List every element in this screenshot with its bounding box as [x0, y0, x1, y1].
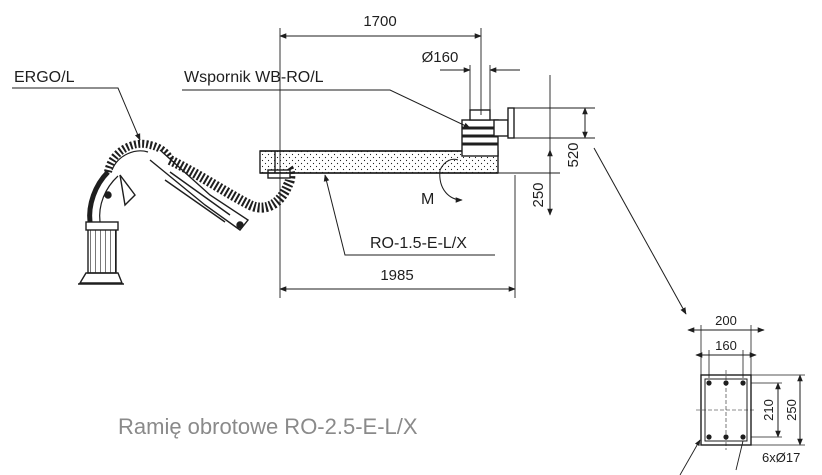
leader-to-plate: [593, 147, 687, 315]
bolt-hole: [706, 380, 712, 386]
dim-diameter-label: Ø160: [422, 49, 459, 66]
hole-spacing-x-label: 160: [715, 338, 737, 353]
dim-1985-label: 1985: [380, 267, 413, 284]
moment-indicator: M: [421, 158, 463, 208]
ergo-arm: [78, 139, 296, 285]
mounting-plate-detail: 200 160 210 250 6xØ17: [679, 313, 805, 475]
bracket-label: Wspornik WB-RO/L: [184, 69, 324, 86]
hood: [78, 272, 124, 284]
bolt-hole: [740, 380, 746, 386]
plate-height-label: 250: [784, 399, 799, 421]
bolt-hole: [723, 434, 729, 440]
leader-ergo: ERGO/L: [12, 69, 141, 141]
dim-1700-label: 1700: [363, 13, 396, 30]
bolt-hole: [740, 434, 746, 440]
plate-width-label: 200: [715, 313, 737, 328]
beam: [259, 107, 515, 174]
holes-label: 6xØ17: [762, 450, 800, 465]
ergo-label: ERGO/L: [14, 69, 75, 86]
dim-250-label: 250: [530, 182, 547, 207]
drawing-caption: Ramię obrotowe RO-2.5-E-L/X: [118, 414, 418, 439]
hole-spacing-y-label: 210: [761, 399, 776, 421]
bolt-hole: [706, 434, 712, 440]
dim-diameter: Ø160: [422, 49, 520, 110]
arm-model-label: RO-1.5-E-L/X: [370, 235, 467, 252]
hose-lower: [87, 226, 117, 274]
dim-1985: 1985: [279, 175, 516, 298]
wall-plate: [507, 107, 515, 139]
dim-250: 250: [498, 149, 560, 216]
dim-520-label: 520: [565, 142, 582, 167]
moment-label: M: [421, 191, 434, 208]
leader-bracket: Wspornik WB-RO/L: [182, 69, 471, 129]
bolt-hole: [723, 380, 729, 386]
leader-arm-model: RO-1.5-E-L/X: [323, 174, 495, 256]
dim-1700: 1700: [279, 13, 482, 180]
